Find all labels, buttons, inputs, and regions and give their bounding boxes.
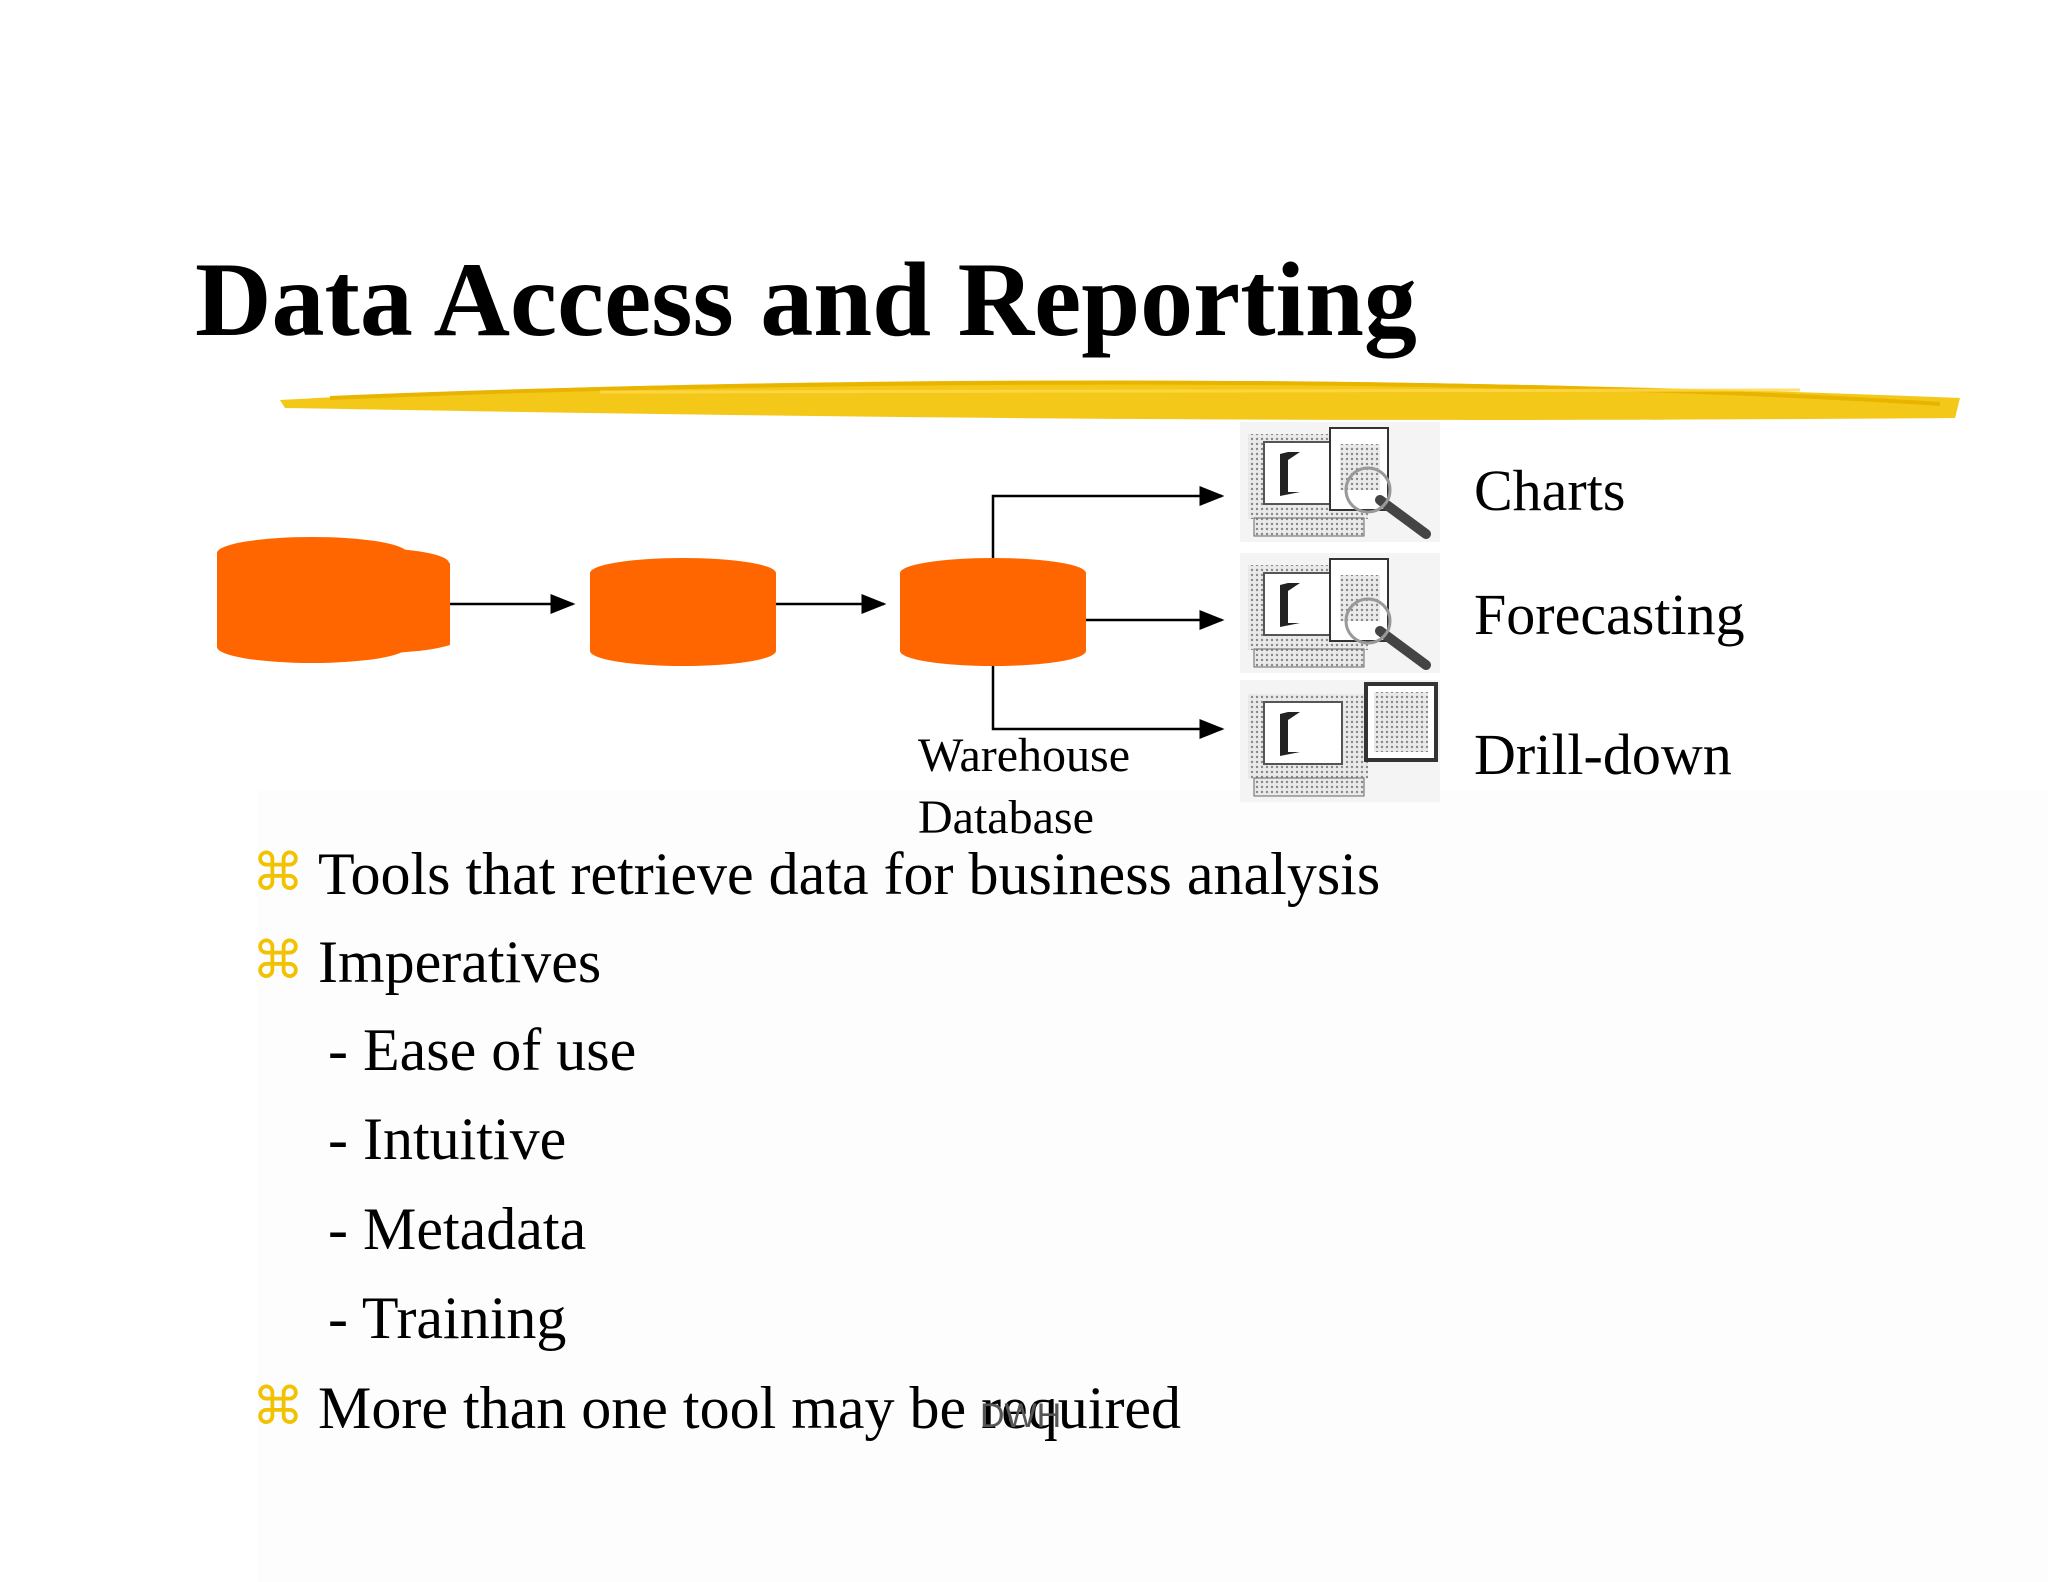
output-label-drill-down: Drill-down (1474, 722, 1732, 787)
computer-chart-icon (1240, 553, 1440, 673)
staging-database-icon (590, 558, 776, 666)
content-panel (258, 790, 2048, 1582)
db-label-line-2: Database (918, 791, 1094, 844)
sub-item: - Intuitive (328, 1106, 567, 1172)
sub-item: - Training (328, 1285, 567, 1351)
bullet-item: ⌘Imperatives (252, 926, 601, 997)
output-label-forecasting: Forecasting (1474, 582, 1745, 647)
bullet-text: Imperatives (318, 929, 602, 995)
command-bullet-icon: ⌘ (252, 843, 304, 903)
bullet-item: ⌘More than one tool may be required (252, 1372, 1181, 1443)
source-database-icon (217, 537, 450, 663)
bullet-text: More than one tool may be required (318, 1375, 1182, 1441)
warehouse-database-label: Warehouse Database (918, 725, 1130, 849)
bullet-item: ⌘Tools that retrieve data for business a… (252, 838, 1380, 909)
flow-arrows (450, 486, 1225, 739)
db-label-line-1: Warehouse (918, 729, 1131, 782)
command-bullet-icon: ⌘ (252, 931, 304, 991)
command-bullet-icon: ⌘ (252, 1377, 304, 1437)
sub-item: - Ease of use (328, 1017, 637, 1083)
computer-chart-icon (1240, 422, 1440, 542)
output-label-charts: Charts (1474, 458, 1626, 523)
warehouse-database-icon (900, 558, 1086, 666)
sub-item: - Metadata (328, 1196, 587, 1262)
slide-title: Data Access and Reporting (195, 241, 1417, 358)
computer-drilldown-icon (1240, 680, 1440, 802)
bullet-text: Tools that retrieve data for business an… (318, 841, 1381, 907)
slide-footer: DWH (980, 1397, 1062, 1435)
